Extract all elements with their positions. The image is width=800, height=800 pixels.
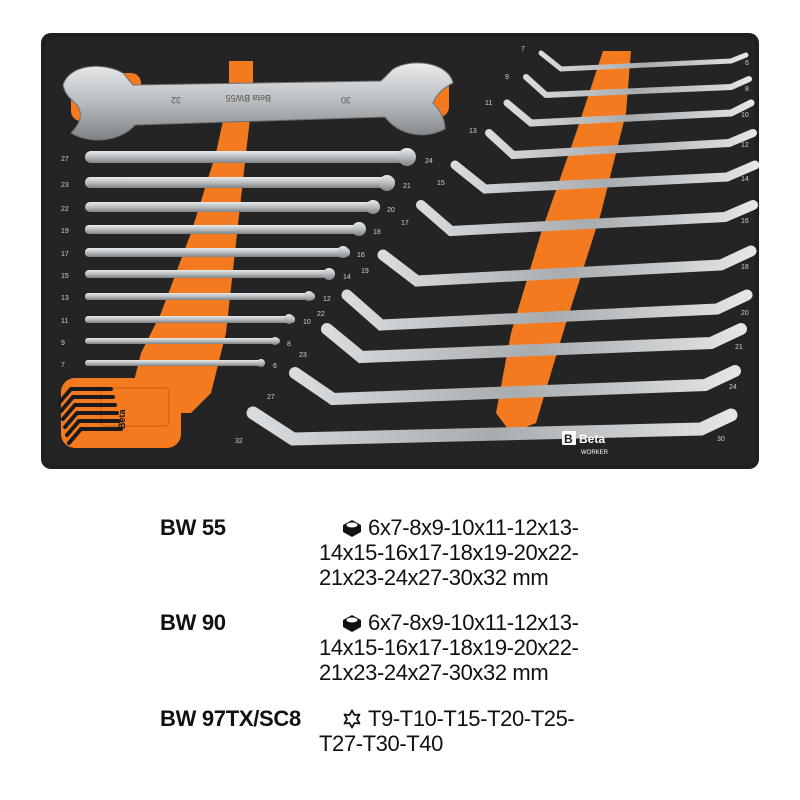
spec-line: 21x23-24x27-30x32 mm [319, 565, 549, 590]
combination-wrench [85, 222, 366, 236]
spec-sizes: 6x7-8x9-10x11-12x13- 14x15-16x17-18x19-2… [319, 515, 579, 590]
offset-wrench [377, 245, 757, 287]
size-label: 18 [741, 264, 749, 271]
size-label: 13 [61, 295, 69, 302]
offset-wrench [485, 129, 757, 160]
offset-wrench [450, 160, 759, 194]
hexagon-icon [343, 615, 361, 632]
size-label: 32 [235, 438, 243, 445]
spec-line: T9-T10-T15-T20-T25- [368, 706, 575, 731]
offset-wrench-stack [246, 50, 759, 446]
size-label: 7 [521, 46, 525, 53]
spec-line: 14x15-16x17-18x19-20x22- [319, 540, 579, 565]
size-label: 9 [505, 74, 509, 81]
size-label: 16 [357, 252, 365, 259]
size-label: 8 [745, 86, 749, 93]
logo-brand: Beta [579, 432, 605, 446]
hex-key-brand: Beta [117, 408, 127, 429]
combination-wrench [85, 246, 350, 258]
torx-icon [343, 709, 361, 729]
hex-key-set: Beta [57, 387, 170, 445]
size-label: 12 [741, 142, 749, 149]
open-end-wrench: Beta BW55 32 30 [62, 62, 454, 141]
size-label: 15 [61, 273, 69, 280]
spec-code: BW 90 [160, 610, 226, 635]
combination-wrench-stack [85, 148, 416, 367]
size-label: 12 [323, 296, 331, 303]
wrench-size-left: 32 [171, 95, 181, 105]
wrench-stamp: Beta BW55 [225, 93, 271, 103]
size-label: 8 [287, 341, 291, 348]
size-label: 21 [403, 183, 411, 190]
combination-wrench [85, 268, 335, 280]
size-label: 30 [717, 436, 725, 443]
size-label: 14 [343, 274, 351, 281]
spec-sizes: T9-T10-T15-T20-T25- T27-T30-T40 [319, 706, 575, 756]
size-label: 24 [729, 384, 737, 391]
beta-worker-logo: B Beta WORKER [562, 431, 609, 456]
size-label: 22 [317, 311, 325, 318]
size-label: 23 [61, 182, 69, 189]
spec-line: 6x7-8x9-10x11-12x13- [368, 515, 579, 540]
size-label: 16 [741, 218, 749, 225]
size-label: 17 [401, 220, 409, 227]
spec-code: BW 97TX/SC8 [160, 706, 301, 731]
size-label: 27 [267, 394, 275, 401]
size-label: 21 [735, 344, 743, 351]
logo-sub: WORKER [581, 450, 609, 456]
size-label: 24 [425, 158, 433, 165]
svg-text:B: B [564, 432, 573, 446]
offset-wrench [289, 365, 741, 406]
size-label: 22 [61, 206, 69, 213]
offset-wrench [503, 99, 755, 127]
combination-wrench [85, 291, 315, 301]
offset-wrench [341, 289, 753, 331]
combination-wrench [85, 148, 416, 166]
size-label: 7 [61, 362, 65, 369]
size-label: 18 [373, 229, 381, 236]
combination-wrench [85, 359, 265, 367]
spec-line: 14x15-16x17-18x19-20x22- [319, 635, 579, 660]
combination-wrench [85, 200, 380, 214]
spec-line: 21x23-24x27-30x32 mm [319, 660, 549, 685]
size-label: 10 [303, 319, 311, 326]
size-label: 20 [741, 310, 749, 317]
spec-line: T27-T30-T40 [319, 731, 443, 756]
size-label: 6 [273, 363, 277, 370]
wrench-size-right: 30 [341, 95, 351, 105]
combination-wrench [85, 337, 280, 345]
size-label: 11 [485, 100, 492, 107]
tool-tray-photo: Beta BW55 32 30 27 23 22 19 17 15 13 11 … [41, 33, 759, 469]
size-label: 14 [741, 176, 749, 183]
hexagon-icon [343, 520, 361, 537]
size-label: 15 [437, 180, 445, 187]
size-label: 20 [387, 207, 395, 214]
offset-wrench [246, 406, 738, 446]
offset-wrench [321, 323, 747, 364]
size-label: 10 [741, 112, 749, 119]
size-label: 9 [61, 340, 65, 347]
size-label: 19 [61, 228, 69, 235]
size-label: 13 [469, 128, 477, 135]
size-label: 11 [61, 318, 68, 325]
offset-wrench [416, 200, 758, 237]
size-label: 27 [61, 156, 69, 163]
size-label: 23 [299, 352, 307, 359]
offset-wrench [523, 74, 752, 99]
combination-wrench [85, 314, 295, 324]
size-label: 17 [61, 251, 69, 258]
specification-list: BW 55 6x7-8x9-10x11-12x13- 14x15-16x17-1… [0, 500, 800, 780]
spec-sizes: 6x7-8x9-10x11-12x13- 14x15-16x17-18x19-2… [319, 610, 579, 685]
spec-code: BW 55 [160, 515, 226, 540]
size-label: 6 [745, 60, 749, 67]
combination-wrench [85, 175, 395, 191]
offset-wrench [538, 50, 749, 72]
spec-line: 6x7-8x9-10x11-12x13- [368, 610, 579, 635]
size-label: 19 [361, 268, 369, 275]
